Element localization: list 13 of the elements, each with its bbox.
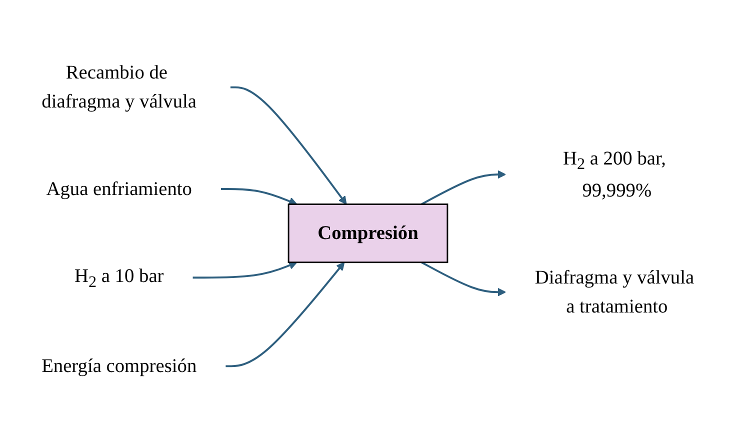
node-text: H$_{2}$ a 200 bar, 99,999% [562,148,666,202]
node-text: Energía compresión [42,356,197,377]
node-text: Diafragma y válvula a tratamiento [534,266,694,318]
arrow [192,261,298,279]
node-box: Compresión [288,204,448,264]
arrow [421,262,506,296]
arrow [421,170,506,206]
node-text: Recambio de diafragma y válvula [42,62,197,113]
arrow [230,86,347,205]
arrow [221,188,298,206]
node-text: H$_{2}$ a 10 bar [74,265,164,291]
node-text: Agua enfriamiento [46,178,192,200]
arrow [226,262,345,368]
